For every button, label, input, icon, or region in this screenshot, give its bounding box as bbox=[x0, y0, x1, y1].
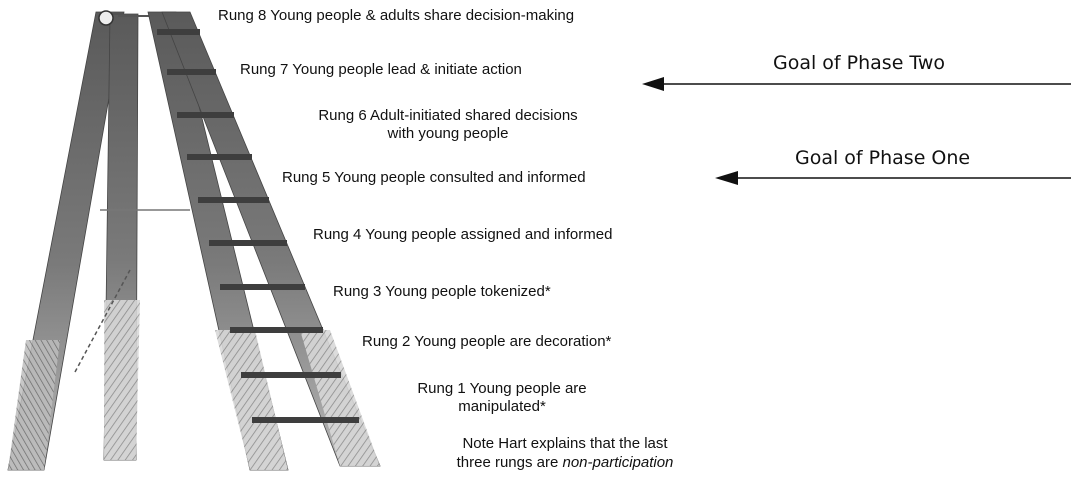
rung-6-label: Rung 6 Adult-initiated shared decisions … bbox=[268, 107, 628, 143]
ladder-back-right-leg bbox=[103, 13, 140, 461]
rung-5-label: Rung 5 Young people consulted and inform… bbox=[282, 169, 586, 186]
rung-8-label: Rung 8 Young people & adults share decis… bbox=[218, 7, 575, 24]
goal-phase-one-label: Goal of Phase One bbox=[795, 147, 971, 169]
note-line2-prefix: three rungs are bbox=[456, 454, 563, 471]
ladder-back-left-leg bbox=[7, 11, 125, 471]
note-line2-emphasis: non-participation bbox=[562, 454, 674, 471]
rung-1-label-line2: manipulated* bbox=[458, 398, 546, 415]
rung-4-label: Rung 4 Young people assigned and informe… bbox=[313, 226, 613, 243]
goal-phase-two-label: Goal of Phase Two bbox=[773, 52, 946, 74]
note: Note Hart explains that the last three r… bbox=[400, 434, 730, 472]
ladder-top-knob bbox=[98, 10, 114, 26]
ladder-front-right-rail bbox=[161, 11, 381, 467]
rung-2-label: Rung 2 Young people are decoration* bbox=[362, 333, 612, 350]
note-line2: three rungs are non-participation bbox=[400, 453, 730, 472]
rung-3-label: Rung 3 Young people tokenized* bbox=[333, 283, 551, 300]
rung-6-label-line1: Rung 6 Adult-initiated shared decisions bbox=[318, 107, 578, 124]
rung-1-label: Rung 1 Young people are manipulated* bbox=[382, 380, 622, 416]
ladder-steps bbox=[157, 29, 359, 423]
phase-one-arrow bbox=[715, 171, 1071, 185]
rung-1-label-line1: Rung 1 Young people are bbox=[417, 380, 587, 397]
note-line1: Note Hart explains that the last bbox=[462, 435, 668, 452]
ladder-diagonal-brace bbox=[74, 269, 131, 373]
rung-7-label: Rung 7 Young people lead & initiate acti… bbox=[240, 61, 522, 78]
phase-two-arrow bbox=[642, 77, 1071, 91]
rung-6-label-line2: with young people bbox=[387, 125, 509, 142]
